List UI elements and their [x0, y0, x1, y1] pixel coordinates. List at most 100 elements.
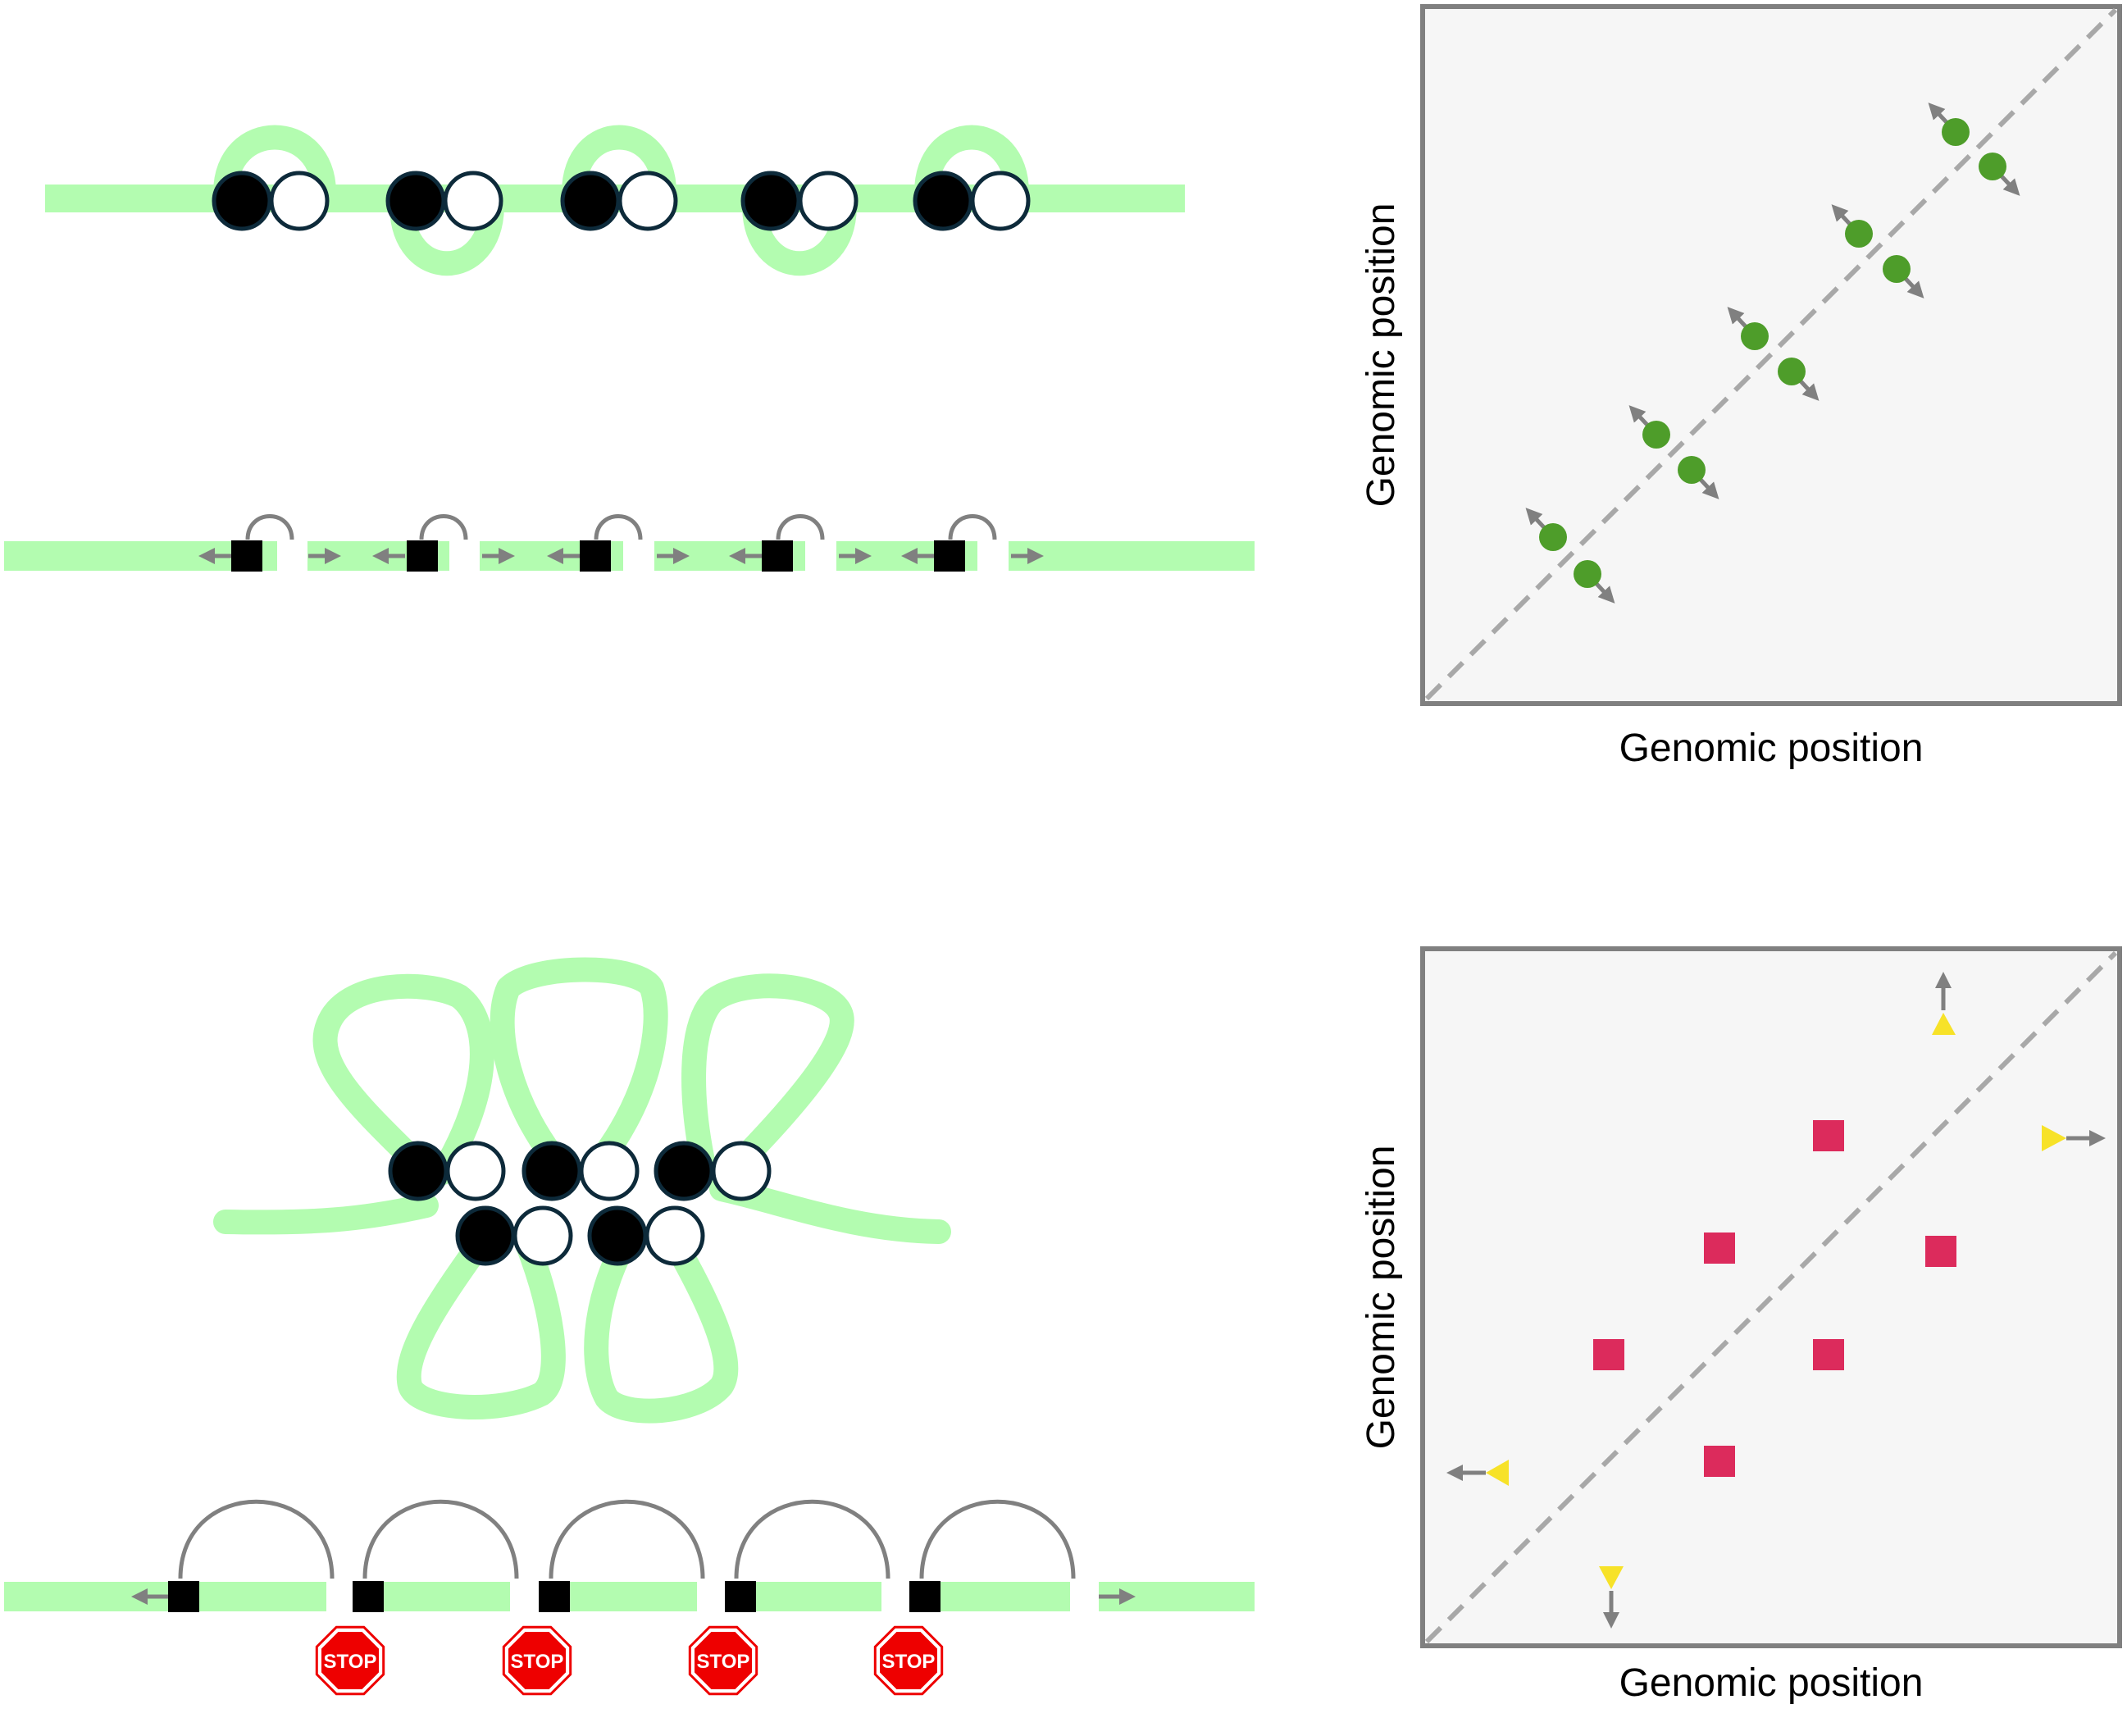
cohesin-light-ring — [443, 171, 503, 231]
anchor-square — [539, 1581, 570, 1612]
cohesin-dark-ring — [560, 171, 621, 231]
diagonal-line — [1424, 950, 2118, 1644]
stop-sign-text: STOP — [882, 1651, 936, 1673]
cohesin-pair — [212, 171, 330, 231]
extrusion-arc — [594, 514, 643, 540]
y-axis-label: Genomic position — [1360, 1146, 1403, 1450]
contact-map-top: Genomic position Genomic position — [1360, 4, 2122, 770]
extrusion-arc — [362, 1499, 519, 1579]
cohesin-pair — [913, 171, 1031, 231]
cohesin-light-ring — [269, 171, 330, 231]
stop-octagon — [505, 1629, 569, 1693]
anchor-square — [231, 540, 262, 572]
extrusion-unit — [901, 514, 1044, 572]
panel-bottom-left-linear: STOP STOP STOP STOP — [4, 1499, 1255, 1696]
cohesin-pair — [740, 171, 859, 231]
panel-top-left-loops — [45, 125, 1185, 276]
cohesin-pair — [587, 1205, 705, 1266]
loop-dot — [1942, 118, 1970, 146]
extrusion-unit — [372, 514, 515, 572]
small-loop-up — [914, 125, 1029, 194]
stripe-triangle — [1599, 1566, 1624, 1589]
cohesin-light-ring — [798, 171, 859, 231]
anchor-square — [353, 1581, 384, 1612]
cohesin-pair — [388, 1141, 506, 1201]
stop-sign-icon: STOP — [873, 1625, 944, 1696]
loop-lower-right — [584, 1226, 739, 1424]
cohesin-light-ring — [617, 171, 678, 231]
cohesin-dark-ring — [654, 1141, 714, 1201]
anchor-square — [580, 540, 611, 572]
cohesin-dark-ring — [587, 1205, 648, 1266]
extrusion-unit — [198, 514, 341, 572]
cohesin-light-ring — [579, 1141, 640, 1201]
loop-lower-left — [396, 1226, 566, 1420]
loop-dot — [1778, 358, 1806, 385]
anchor-square — [762, 540, 793, 572]
fiber-tail-left — [213, 1193, 439, 1235]
y-axis-label: Genomic position — [1360, 203, 1403, 508]
loop-dot — [1539, 523, 1567, 551]
loop-dots — [1525, 103, 2020, 604]
extrusion-unit — [729, 514, 872, 572]
tad-square — [1704, 1446, 1735, 1477]
tad-square — [1813, 1339, 1844, 1370]
small-loop-up — [562, 125, 676, 194]
extrusion-arc — [919, 1499, 1076, 1579]
cohesin-pair — [455, 1205, 573, 1266]
loop-dot — [1642, 421, 1670, 449]
loop-upper-middle — [490, 957, 668, 1185]
anchor-square — [168, 1581, 199, 1612]
tad-square — [1593, 1339, 1624, 1370]
cohesin-light-ring — [644, 1205, 705, 1266]
stop-octagon-rim — [315, 1625, 385, 1696]
loop-dot — [1678, 456, 1706, 484]
loop-dot — [1845, 220, 1873, 248]
cohesin-dark-ring — [385, 171, 446, 231]
cohesin-dark-ring — [740, 171, 801, 231]
stop-sign-icon: STOP — [688, 1625, 758, 1696]
diagonal-line — [1424, 7, 2118, 701]
stop-octagon — [877, 1629, 941, 1693]
stripe-triangle — [1932, 1013, 1956, 1035]
panel-bottom-left-rosette — [213, 957, 951, 1424]
extrusion-arc — [734, 1499, 890, 1579]
x-axis-label: Genomic position — [1619, 1661, 1924, 1705]
anchor-square — [909, 1581, 941, 1612]
extrusion-arc — [776, 514, 825, 540]
extrusion-unit — [547, 514, 690, 572]
stop-octagon-rim — [688, 1625, 758, 1696]
cohesin-dark-ring — [455, 1205, 516, 1266]
anchor-square — [934, 540, 965, 572]
cohesin-pair — [385, 171, 503, 231]
stripe-triangles — [1446, 972, 2106, 1629]
extrusion-arc — [549, 1499, 705, 1579]
stop-signs: STOP STOP STOP STOP — [315, 1625, 944, 1696]
tad-square — [1813, 1120, 1844, 1151]
loop-dot — [1741, 322, 1769, 350]
stripe-triangle — [1486, 1460, 1509, 1486]
rosette-cohesin-cluster — [388, 1141, 772, 1266]
loop-upper-right — [681, 973, 854, 1193]
small-loop-up — [213, 125, 336, 194]
cohesin-dark-ring — [212, 171, 272, 231]
stop-sign-icon: STOP — [315, 1625, 385, 1696]
cohesin-pair — [560, 171, 678, 231]
anchor-square — [407, 540, 438, 572]
stop-sign-text: STOP — [324, 1651, 377, 1673]
stop-octagon — [318, 1629, 382, 1693]
stop-sign-text: STOP — [511, 1651, 564, 1673]
cohesin-pair — [654, 1141, 772, 1201]
extrusion-arc — [948, 514, 997, 540]
cohesin-light-ring — [711, 1141, 772, 1201]
cohesin-light-ring — [970, 171, 1031, 231]
cohesin-pair — [522, 1141, 640, 1201]
extrusion-arc — [419, 514, 468, 540]
loop-dot — [1979, 153, 2006, 180]
extrusion-arc — [178, 1499, 335, 1579]
tad-square — [1925, 1236, 1956, 1267]
stop-octagon-rim — [873, 1625, 944, 1696]
stop-octagon — [691, 1629, 755, 1693]
small-loop-down — [742, 204, 857, 276]
